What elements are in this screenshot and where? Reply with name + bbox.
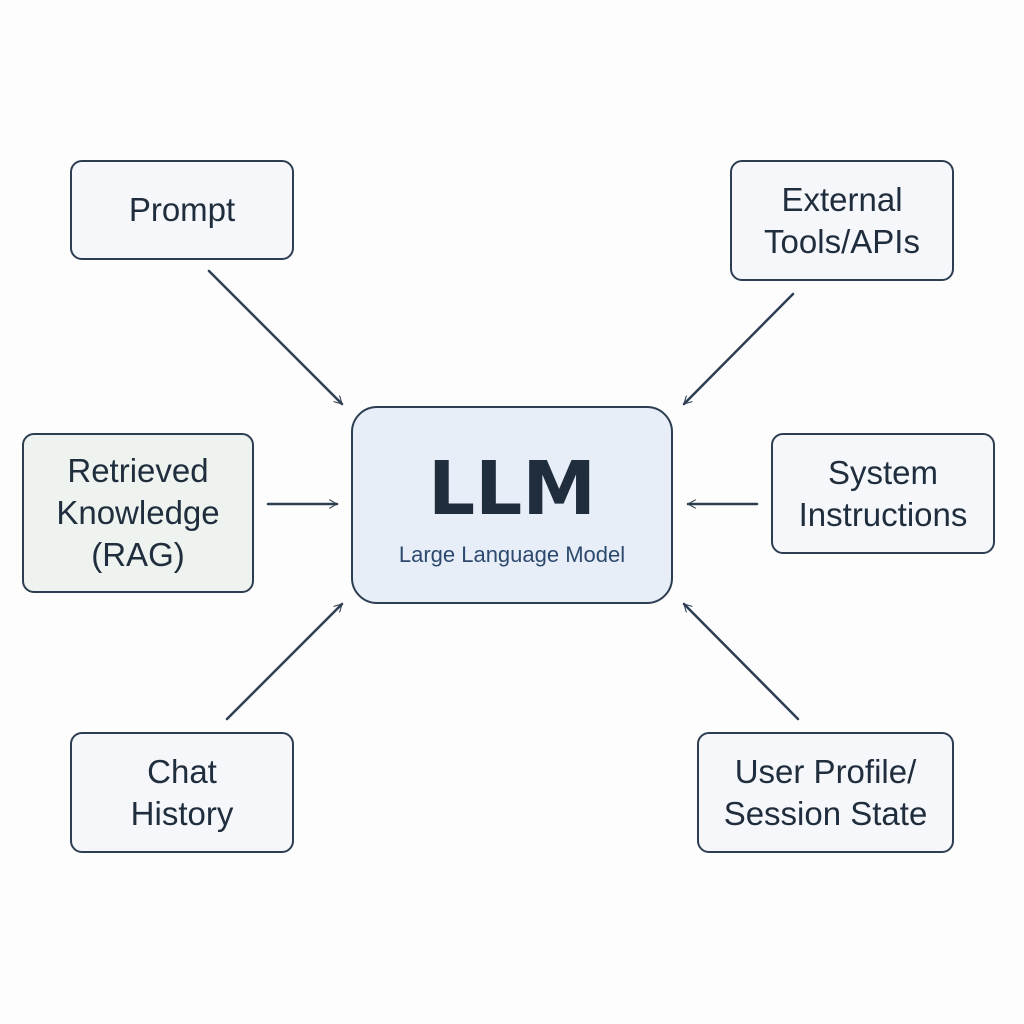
node-user-profile-label: User Profile/ Session State [723, 752, 928, 832]
node-chat-history-label: Chat History [130, 752, 234, 832]
node-llm: LLM Large Language Model [351, 406, 673, 604]
arrow-prompt-to-llm [207, 269, 344, 406]
node-prompt: Prompt [70, 160, 294, 260]
node-retrieved-knowledge-label: Retrieved Knowledge (RAG) [56, 452, 220, 573]
arrow-profile-to-llm [682, 602, 800, 721]
node-external-tools-label: External Tools/APIs [764, 180, 920, 260]
arrow-chat-to-llm [225, 602, 344, 721]
node-chat-history: Chat History [70, 732, 294, 853]
node-prompt-label: Prompt [128, 191, 236, 228]
node-system-instructions-label: System Instructions [798, 453, 968, 533]
node-retrieved-knowledge: Retrieved Knowledge (RAG) [22, 433, 254, 593]
node-external-tools: External Tools/APIs [730, 160, 954, 281]
node-user-profile: User Profile/ Session State [697, 732, 954, 853]
node-system-instructions: System Instructions [771, 433, 995, 554]
llm-title: LLM [428, 446, 596, 532]
llm-subtitle: Large Language Model [398, 542, 626, 567]
arrow-tools-to-llm [682, 292, 795, 406]
